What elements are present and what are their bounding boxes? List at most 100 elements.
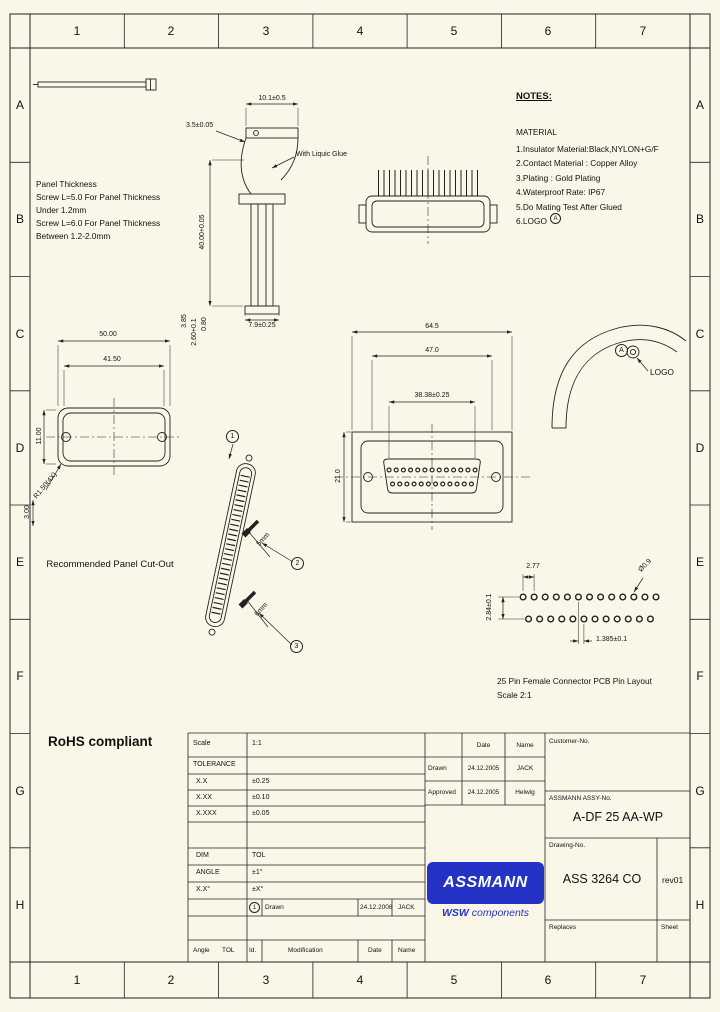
cutout-caption: Recommended Panel Cut-Out (46, 559, 174, 570)
tb-tol-val: ±0.10 (252, 794, 270, 801)
grid-col-label: 2 (167, 24, 175, 38)
grid-row-label: D (15, 441, 25, 455)
balloon-2: 2 (291, 557, 304, 570)
grid-row-label: D (695, 441, 705, 455)
dim-label: 7.9±0.25 (248, 322, 276, 329)
grid-row-label: B (15, 212, 24, 226)
panel-note-line: Between 1.2-2.0mm (36, 231, 111, 241)
tb-rev-value: rev01 (662, 875, 684, 885)
side-view-ext-lines (212, 108, 299, 316)
grid-ticks (10, 14, 710, 998)
tb-rev-date: 24.12.2008 (360, 904, 393, 911)
grid-col-label: 7 (639, 973, 647, 987)
grid-col-label: 7 (639, 24, 647, 38)
dim-label: 41.50 (103, 356, 121, 363)
side-view-dim-lines (208, 102, 298, 322)
notes-list: 1.Insulator Material:Black,NYLON+G/F 2.C… (516, 142, 659, 228)
grid-row-label: H (15, 898, 25, 912)
note-item: 6.LOGO (516, 216, 547, 227)
tb-replaces-label: Replaces (549, 924, 577, 931)
tb-sheet-label: Sheet (661, 924, 678, 931)
dim-label: 2.77 (526, 563, 540, 570)
assmann-logo: ASSMANN (427, 862, 544, 904)
balloon-3: 3 (290, 640, 303, 653)
tb-drawing-no-value: ASS 3264 CO (562, 872, 642, 886)
grid-row-label: H (695, 898, 705, 912)
tb-angle-dim-val: ±X° (252, 886, 264, 893)
front-contact-holes (386, 467, 478, 487)
grid-row-label: G (695, 784, 705, 798)
detail-balloon-a: A (615, 344, 628, 357)
grid-col-label: 3 (262, 24, 270, 38)
grid-col-label: 4 (356, 973, 364, 987)
grid-col-label: 5 (450, 973, 458, 987)
grid-col-label: 6 (544, 973, 552, 987)
grid-row-label: F (696, 669, 704, 683)
tb-drawn-date: 24.12.2005 (467, 765, 500, 772)
dim-label: 2.60+0.1 (190, 318, 198, 346)
grid-col-label: 2 (167, 973, 175, 987)
dim-label: 40.00+0.05 (198, 214, 206, 250)
dim-label: 2.84±0.1 (485, 593, 493, 621)
tb-tol-dim: X.XXX (196, 810, 217, 817)
tb-assy-no-value: A-DF 25 AA-WP (572, 810, 664, 824)
grid-row-label: B (695, 212, 704, 226)
dim-label: 10.1±0.5 (258, 95, 286, 102)
tb-tol-label: TOL (252, 852, 266, 859)
note-item: 1.Insulator Material:Black,NYLON+G/F (516, 144, 659, 154)
grid-row-label: A (695, 98, 704, 112)
wsw-components-label: WSW components (427, 907, 544, 919)
panel-note-line: Panel Thickness (36, 179, 97, 189)
dim-label: 1.385±0.1 (596, 636, 628, 643)
cutout-dims (31, 339, 170, 526)
exploded-view (205, 443, 294, 646)
grid-row-label: A (15, 98, 24, 112)
notes-material-heading: MATERIAL (516, 127, 557, 137)
balloon-1: 1 (226, 430, 239, 443)
tb-tol-dim: X.X (196, 778, 208, 785)
components-label: components (471, 907, 529, 919)
tb-dim-label: DIM (196, 852, 209, 859)
wsw-label: WSW (442, 907, 469, 919)
title-block-grid (187, 732, 690, 962)
front-shape (334, 424, 530, 530)
notes-title: NOTES: (516, 91, 552, 102)
grid-row-label: E (695, 555, 704, 569)
cutout-shape (46, 398, 182, 476)
tb-scale-label: Scale (193, 740, 211, 747)
grid-row-label: C (695, 327, 705, 341)
dim-label: 3.5±0.05 (186, 122, 214, 129)
tb-bottom-id: Id. (249, 947, 257, 954)
panel-note-line: Screw L=6.0 For Panel Thickness (36, 218, 161, 228)
dim-label: 3.85 (180, 314, 188, 328)
grid-col-label: 1 (73, 24, 81, 38)
panel-note-line: Under 1.2mm (36, 205, 87, 215)
grid-col-label: 1 (73, 973, 81, 987)
side-view (238, 127, 299, 315)
note-item: 2.Contact Material : Copper Alloy (516, 158, 638, 169)
grid-row-label: C (15, 327, 25, 341)
pcb-layout (498, 574, 660, 644)
pcb-caption: 25 Pin Female Connector PCB Pin Layout (497, 676, 652, 686)
dim-label: 50.00 (99, 331, 117, 338)
dim-label: 38.38±0.25 (414, 392, 450, 399)
screw-view (33, 78, 157, 91)
tb-drawn-label: Drawn (428, 765, 447, 772)
glue-note-label: With Liquic Glue (296, 151, 347, 158)
panel-thickness-note: Panel Thickness Screw L=5.0 For Panel Th… (36, 178, 160, 243)
tb-tol-val: ±0.05 (252, 810, 270, 817)
tb-tol-val: ±0.25 (252, 778, 270, 785)
tb-angle-dim: X.X° (196, 886, 211, 893)
grid-col-label: 4 (356, 24, 364, 38)
tb-name-header: Name (516, 742, 534, 749)
tb-rev-name: JACK (398, 904, 415, 911)
tb-angle-val: ±1° (252, 869, 263, 876)
tb-bottom-angle: Angle (193, 947, 210, 954)
grid-row-label: F (16, 669, 24, 683)
logo-mark-balloon: A (550, 213, 561, 224)
dim-label: 3.00 (23, 505, 31, 519)
dim-label: 47.0 (425, 347, 439, 354)
tb-tolerance-heading: TOLERANCE (193, 761, 236, 768)
dim-label: 11.00 (35, 427, 43, 445)
